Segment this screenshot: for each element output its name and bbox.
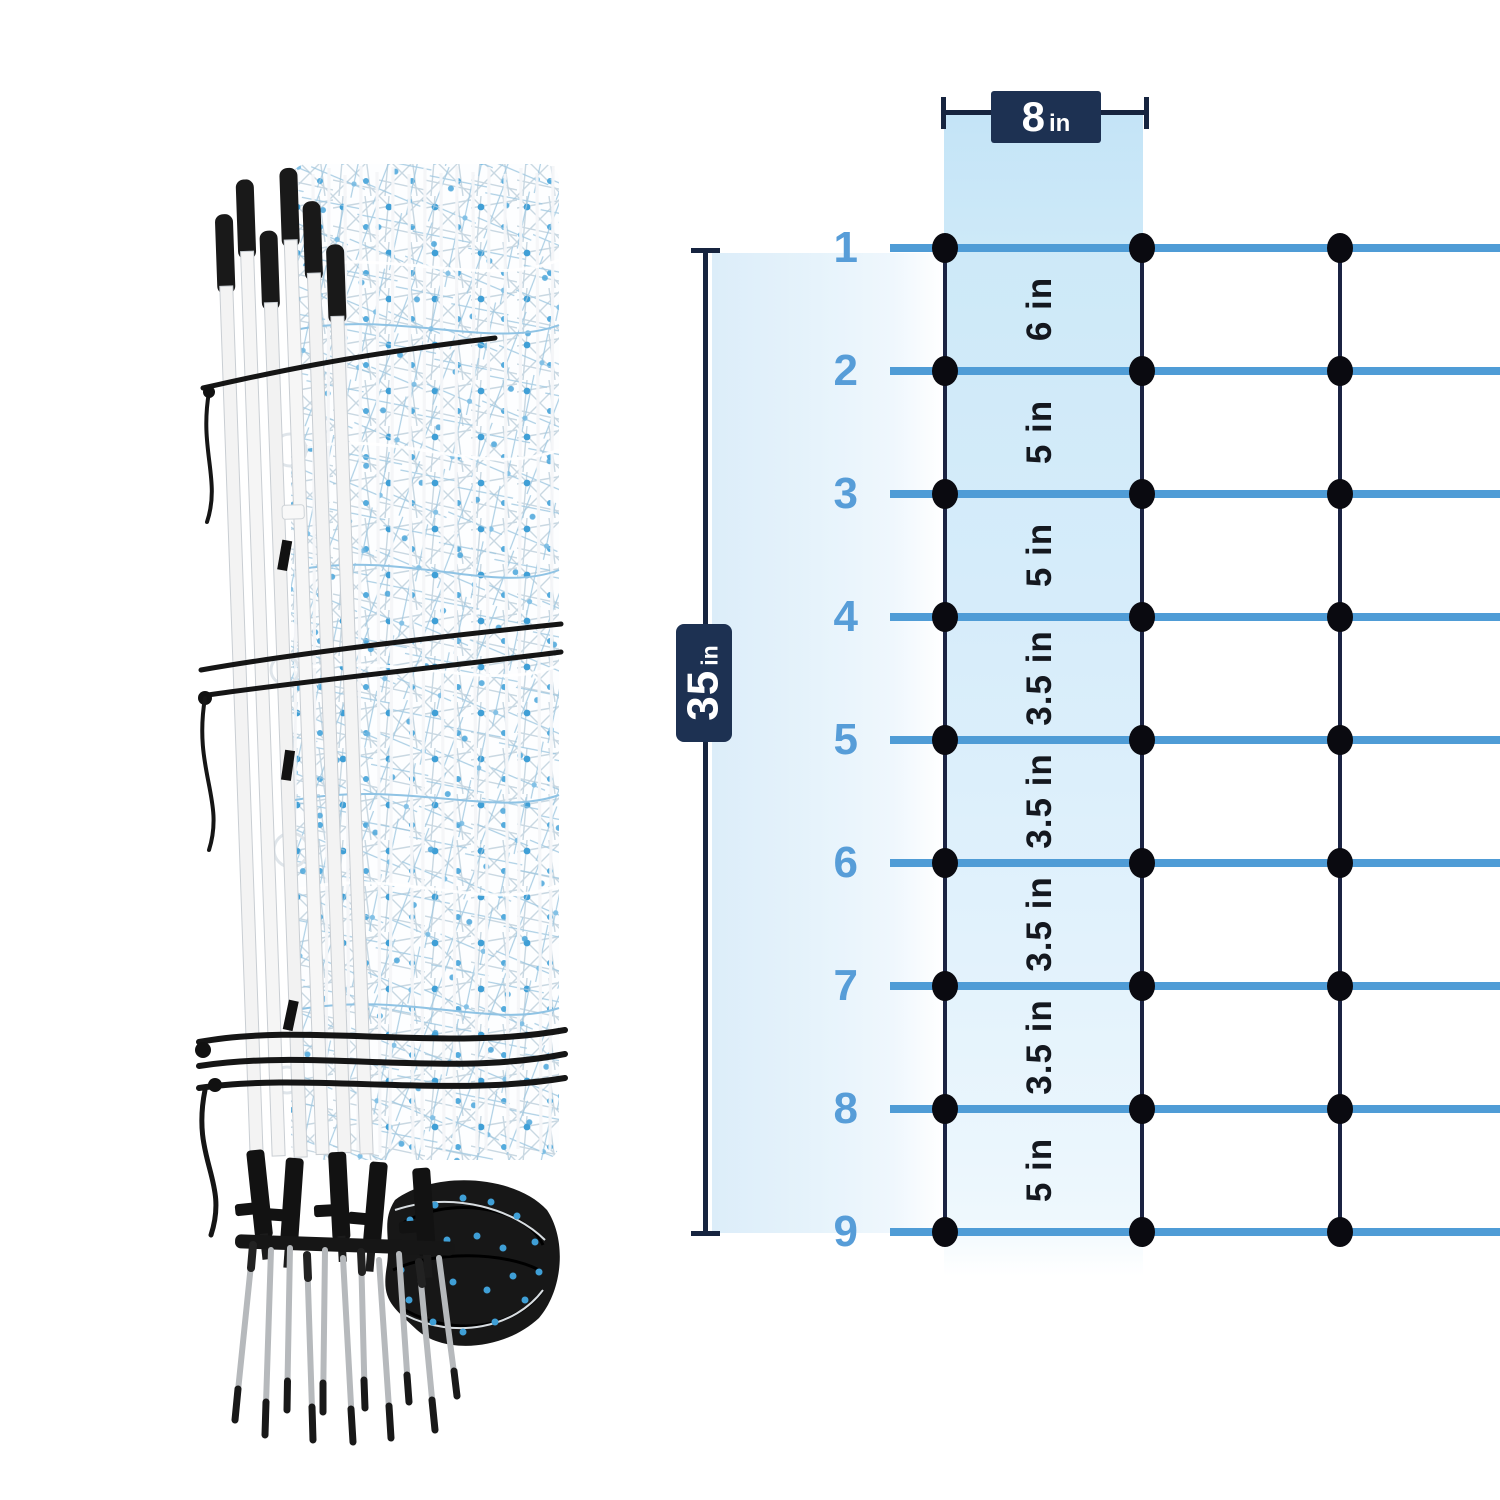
row-number: 4 [833, 592, 858, 641]
gap-spacing-label: 3.5 in [1020, 630, 1059, 726]
post-cap [215, 167, 347, 325]
knot-dot [932, 725, 958, 755]
knot-dot [932, 233, 958, 263]
row-number: 9 [833, 1207, 858, 1256]
product-photo [195, 150, 575, 1450]
horizontal-strand-line [890, 736, 1500, 744]
gap-spacing-label: 3.5 in [1020, 753, 1059, 849]
gap-spacing-label: 3.5 in [1020, 999, 1059, 1095]
knot-dot [1129, 602, 1155, 632]
gap-spacing-label: 5 in [1020, 522, 1059, 588]
top-dimension-label: 8 in [991, 91, 1101, 143]
knot-dot [1327, 356, 1353, 386]
knot-dot [1129, 1094, 1155, 1124]
left-dimension-line [703, 250, 708, 1234]
row-number: 3 [833, 469, 858, 518]
horizontal-strand-line [890, 490, 1500, 498]
knot-dot [932, 479, 958, 509]
knot-dot [932, 1217, 958, 1247]
knot-dot [1327, 1217, 1353, 1247]
gap-spacing-label: 5 in [1020, 399, 1059, 465]
left-dimension-value: 35 [679, 669, 728, 721]
knot-dot [932, 1094, 958, 1124]
knot-dot [1327, 233, 1353, 263]
row-number: 6 [833, 838, 858, 887]
horizontal-strand-line [890, 859, 1500, 867]
netting-roll-illustration [195, 164, 568, 1446]
top-dimension-tick-right [1144, 97, 1149, 129]
horizontal-strand-line [890, 244, 1500, 252]
horizontal-strand-line [890, 1105, 1500, 1113]
knot-dot [1129, 725, 1155, 755]
knot-dot [1327, 479, 1353, 509]
horizontal-strand-line [890, 613, 1500, 621]
knot-dot [1129, 971, 1155, 1001]
left-dimension-cap-bottom [691, 1231, 720, 1236]
tie-cords [195, 335, 568, 1238]
left-dimension-unit: in [697, 645, 723, 666]
spike-bases [234, 1149, 455, 1279]
knot-dot [932, 848, 958, 878]
row-number: 2 [833, 346, 858, 395]
width-shading-band [944, 114, 1143, 1276]
fence-posts [215, 167, 374, 1161]
knot-dot [1327, 1094, 1353, 1124]
row-number: 8 [833, 1084, 858, 1133]
knot-dot [1129, 1217, 1155, 1247]
horizontal-strand-line [890, 367, 1500, 375]
knot-dot [932, 602, 958, 632]
knot-dot [1129, 479, 1155, 509]
knot-dot [1129, 233, 1155, 263]
row-number: 7 [833, 961, 858, 1010]
knot-dot [932, 971, 958, 1001]
knot-dot [1327, 848, 1353, 878]
horizontal-strand-line [890, 1228, 1500, 1236]
row-number: 5 [833, 715, 858, 764]
left-dimension-label: 35 in [676, 624, 732, 742]
top-dimension-tick-left [941, 97, 946, 129]
top-dimension-value: 8 [1021, 93, 1046, 140]
knot-dot [1327, 725, 1353, 755]
gap-spacing-label: 3.5 in [1020, 876, 1059, 972]
left-dimension-cap-top [691, 248, 720, 253]
row-number: 1 [833, 223, 858, 272]
horizontal-strand-line [890, 982, 1500, 990]
knot-dot [1129, 848, 1155, 878]
ground-spikes [231, 1241, 461, 1446]
knot-dot [1327, 602, 1353, 632]
gap-spacing-label: 6 in [1020, 276, 1059, 342]
knot-dot [1129, 356, 1155, 386]
gap-spacing-label: 5 in [1020, 1137, 1059, 1203]
top-dimension-unit: in [1049, 110, 1071, 137]
knot-dot [1327, 971, 1353, 1001]
knot-dot [932, 356, 958, 386]
